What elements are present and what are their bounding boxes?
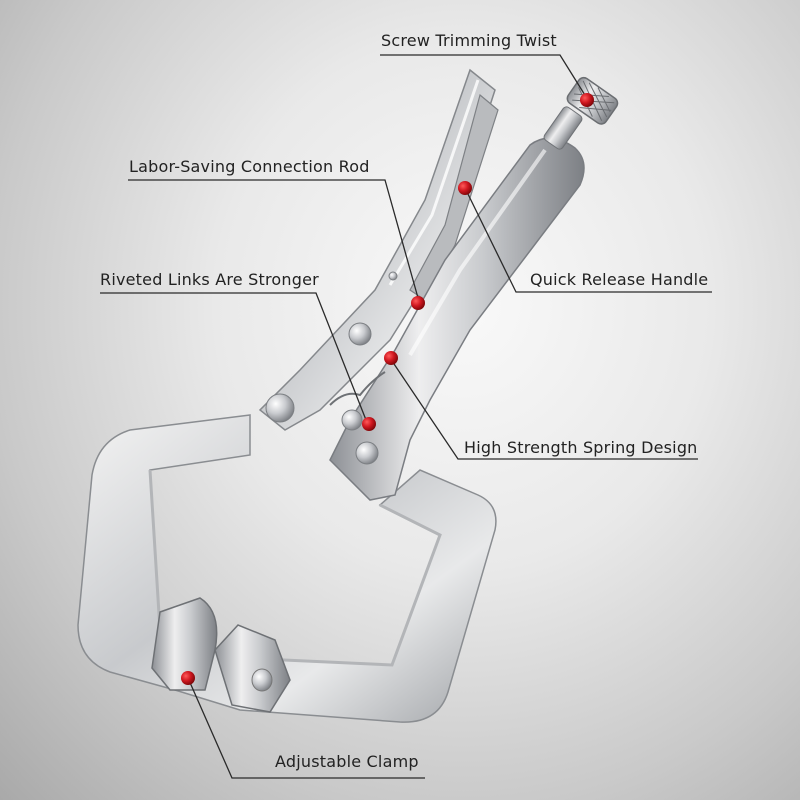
hotspot-quick-release xyxy=(458,181,472,195)
hotspot-connection-rod xyxy=(411,296,425,310)
callout-quick-release-handle: Quick Release Handle xyxy=(530,270,709,289)
rivet xyxy=(355,441,379,465)
hotspot-spring xyxy=(384,351,398,365)
rivet xyxy=(341,409,363,431)
rivet xyxy=(348,322,372,346)
spring xyxy=(329,371,386,406)
hotspot-rivet xyxy=(362,417,376,431)
adjusting-screw xyxy=(543,106,583,150)
callout-riveted-links: Riveted Links Are Stronger xyxy=(100,270,319,289)
rivet xyxy=(388,271,398,281)
callout-adjustable-clamp: Adjustable Clamp xyxy=(275,752,419,771)
callout-spring-design: High Strength Spring Design xyxy=(464,438,698,457)
callout-connection-rod: Labor-Saving Connection Rod xyxy=(129,157,370,176)
upper-jaw-pad xyxy=(214,624,291,713)
hotspot-clamp xyxy=(181,671,195,685)
rivet xyxy=(265,393,295,423)
lower-jaw-pad xyxy=(151,597,218,691)
callout-screw-trimming-twist: Screw Trimming Twist xyxy=(381,31,557,50)
hotspot-screw xyxy=(580,93,594,107)
leader-lines xyxy=(100,54,712,779)
